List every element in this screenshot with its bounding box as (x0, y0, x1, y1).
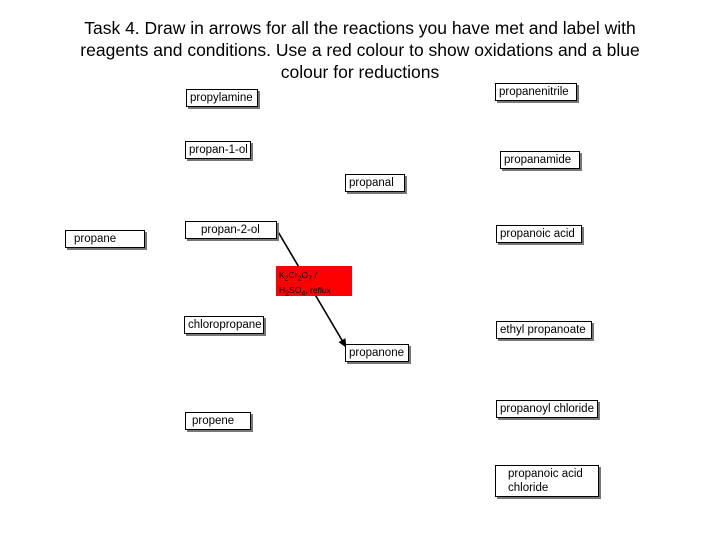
compound-propan-2-ol[interactable]: propan-2-ol (185, 221, 277, 239)
task-title: Task 4. Draw in arrows for all the react… (40, 17, 680, 83)
compound-propanoic-acid-chloride[interactable]: propanoic acid chloride (495, 465, 599, 497)
compound-propanone[interactable]: propanone (345, 344, 409, 362)
propanoic-acid-chloride-line-1: propanoic acid (508, 468, 583, 480)
propanoic-acid-chloride-line-2: chloride (508, 482, 549, 494)
compound-propanal[interactable]: propanal (345, 174, 405, 192)
compound-propanamide[interactable]: propanamide (500, 151, 580, 169)
conditions-line-1: K2Cr2O7 / (279, 270, 317, 283)
compound-ethyl-propanoate[interactable]: ethyl propanoate (496, 321, 592, 339)
compound-propene[interactable]: propene (185, 412, 251, 430)
compound-propanenitrile[interactable]: propanenitrile (495, 83, 577, 101)
compound-chloropropane[interactable]: chloropropane (184, 316, 264, 334)
compound-propylamine[interactable]: propylamine (186, 89, 258, 107)
compound-propan-1-ol[interactable]: propan-1-ol (185, 141, 251, 159)
compound-propane[interactable]: propane (65, 230, 145, 248)
title-line-1: Task 4. Draw in arrows for all the react… (84, 18, 636, 38)
title-line-2: reagents and conditions. Use a red colou… (80, 40, 640, 60)
compound-propanoyl-chloride[interactable]: propanoyl chloride (496, 400, 598, 418)
oxidation-conditions-label: K2Cr2O7 / H2SO4, reflux (276, 266, 352, 297)
conditions-line-2: H2SO4, reflux (279, 284, 331, 298)
title-line-3: colour for reductions (280, 62, 440, 82)
compound-propanoic-acid[interactable]: propanoic acid (496, 225, 582, 243)
